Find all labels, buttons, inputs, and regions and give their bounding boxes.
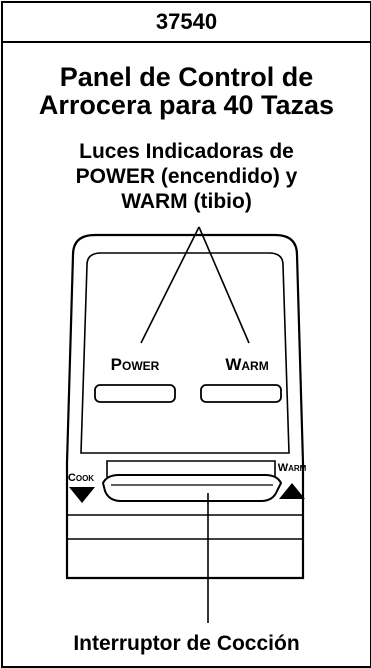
lights-label-line-2: POWER (encendido) y xyxy=(75,165,298,188)
power-label: POWER xyxy=(111,355,160,374)
title-line-2: Arrocera para 40 Tazas xyxy=(38,90,335,120)
panel-face xyxy=(80,252,290,454)
warm-arrow-label: WARM xyxy=(278,462,307,474)
warm-up-arrow-icon xyxy=(279,483,305,499)
lights-label-line-1: Luces Indicadoras de xyxy=(79,140,294,163)
cook-arrow-label: COOK xyxy=(68,472,94,484)
warm-label: WARM xyxy=(225,355,268,374)
panel-housing xyxy=(65,233,305,580)
model-number: 37540 xyxy=(3,3,370,43)
title-line-1: Panel de Control de xyxy=(59,62,314,92)
lights-label-line-3: WARM (tibio) xyxy=(121,190,252,213)
cook-down-arrow-icon xyxy=(69,487,95,503)
diagram-title: Panel de Control de Arrocera para 40 Taz… xyxy=(3,63,370,119)
cook-switch xyxy=(101,474,283,502)
cook-switch-callout: Interruptor de Cocción xyxy=(73,632,300,655)
power-indicator-light xyxy=(94,384,176,403)
callout-line-power xyxy=(140,226,200,344)
control-panel-drawing: POWER WARM COOK WARM xyxy=(65,226,307,623)
warm-indicator-light xyxy=(200,384,282,403)
indicator-lights-callout: Luces Indicadoras de POWER (encendido) y… xyxy=(3,139,370,214)
switch-recess xyxy=(106,460,276,477)
callout-line-warm xyxy=(198,226,250,344)
